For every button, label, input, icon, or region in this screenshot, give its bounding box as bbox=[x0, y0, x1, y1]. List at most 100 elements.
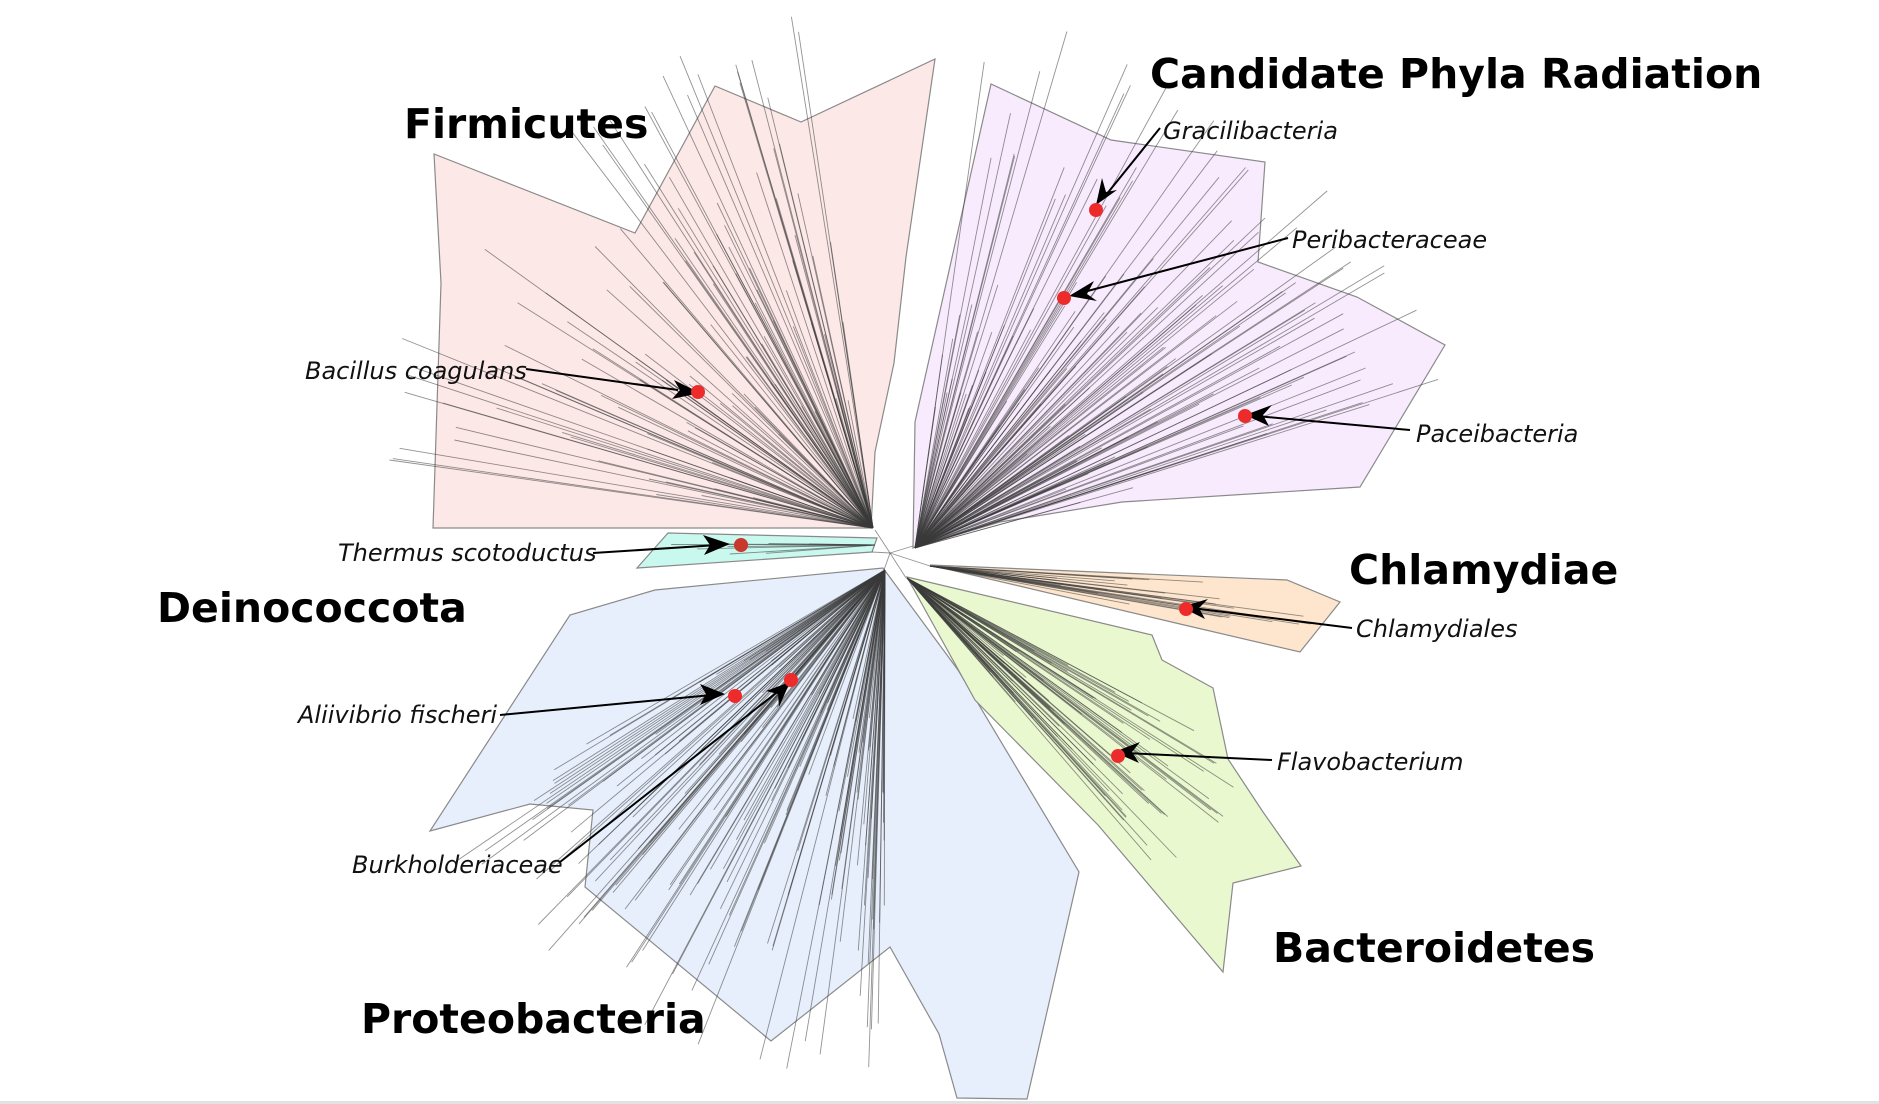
proteobacteria-branch bbox=[594, 569, 886, 882]
firmicutes-branch bbox=[570, 436, 874, 529]
proteobacteria-branch bbox=[819, 569, 886, 1055]
chlamydiae-branch bbox=[929, 565, 1128, 586]
tree-branches bbox=[389, 16, 1439, 1069]
root-branch bbox=[889, 552, 907, 579]
pointer-arrowheads bbox=[672, 178, 1272, 763]
proteobacteria-label: Proteobacteria bbox=[361, 995, 706, 1043]
cpr-branch bbox=[914, 312, 1105, 549]
firmicutes-branch bbox=[712, 283, 874, 529]
bacteroidetes-branch bbox=[906, 577, 1073, 750]
proteobacteria-branch bbox=[882, 569, 886, 793]
proteobacteria-branch bbox=[774, 569, 886, 789]
bacteroidetes-label: Bacteroidetes bbox=[1273, 924, 1595, 972]
firmicutes-branch bbox=[812, 255, 874, 529]
proteobacteria-branch bbox=[743, 569, 886, 821]
cpr-branch bbox=[914, 425, 1244, 549]
proteobacteria-branch bbox=[713, 569, 886, 810]
bacillus-marker bbox=[691, 385, 705, 399]
root-branch bbox=[883, 552, 891, 571]
deinococcota-branch bbox=[727, 544, 876, 548]
cpr-branch bbox=[914, 313, 1344, 549]
proteobacteria-branch bbox=[833, 569, 886, 767]
cpr-branch bbox=[914, 326, 1120, 549]
cpr-branch bbox=[914, 284, 999, 549]
tree-root-branches bbox=[871, 529, 931, 579]
aliivibrio-label: Aliivibrio fischeri bbox=[296, 701, 497, 729]
bacteroidetes-branch bbox=[906, 577, 1169, 767]
proteobacteria-branch bbox=[632, 569, 886, 818]
proteobacteria-branch bbox=[641, 569, 886, 759]
proteobacteria-branch bbox=[586, 569, 886, 745]
firmicutes-branch bbox=[847, 400, 874, 529]
proteobacteria-branch bbox=[484, 569, 886, 852]
taxon-pointers bbox=[499, 127, 1411, 863]
flavobacterium-arrowhead bbox=[1114, 742, 1140, 763]
root-branch bbox=[889, 552, 931, 567]
cpr-branch bbox=[914, 205, 1107, 549]
firmicutes-branch bbox=[732, 405, 874, 529]
proteobacteria-branch bbox=[533, 569, 886, 801]
chlamydiae-branch bbox=[929, 565, 1220, 600]
firmicutes-branch bbox=[404, 391, 874, 529]
chlamydiae-region bbox=[929, 564, 1341, 653]
cpr-branch bbox=[914, 403, 1066, 549]
cpr-branch bbox=[914, 265, 1385, 549]
bacteroidetes-branch bbox=[906, 577, 1205, 772]
firmicutes-branch bbox=[754, 406, 874, 529]
proteobacteria-branch bbox=[818, 569, 886, 906]
firmicutes-branch bbox=[513, 375, 874, 529]
gracilibacteria-pointer bbox=[1105, 127, 1161, 196]
firmicutes-branch bbox=[773, 148, 874, 529]
firmicutes-branch bbox=[602, 144, 874, 529]
chlamydiales-marker bbox=[1179, 602, 1193, 616]
firmicutes-branch bbox=[686, 422, 874, 529]
burkholderiaceae-arrowhead bbox=[766, 682, 790, 707]
firmicutes-branch bbox=[639, 379, 874, 529]
peribacteraceae-pointer bbox=[1079, 237, 1289, 294]
burkholderiaceae-marker bbox=[784, 673, 798, 687]
cpr-branch bbox=[914, 314, 961, 549]
firmicutes-branch bbox=[774, 383, 874, 529]
firmicutes-branch bbox=[665, 481, 874, 529]
proteobacteria-branch bbox=[723, 569, 886, 870]
cpr-branch bbox=[914, 85, 1131, 549]
firmicutes-branch bbox=[668, 176, 874, 529]
deinococcota-label: Deinococcota bbox=[157, 584, 467, 632]
bacteroidetes-branch bbox=[906, 577, 1234, 788]
cpr-label: Candidate Phyla Radiation bbox=[1150, 50, 1762, 98]
firmicutes-branch bbox=[410, 365, 874, 529]
proteobacteria-branch bbox=[554, 569, 886, 784]
cpr-branch bbox=[914, 317, 1315, 549]
cpr-branch bbox=[914, 167, 1246, 549]
firmicutes-branch bbox=[644, 163, 874, 529]
proteobacteria-branch bbox=[642, 569, 886, 855]
firmicutes-branch bbox=[581, 358, 874, 529]
chlamydiae-branch bbox=[929, 565, 1222, 618]
cpr-branch bbox=[914, 305, 1066, 549]
cpr-branch bbox=[914, 369, 1292, 549]
bacillus-pointer bbox=[525, 368, 679, 391]
firmicutes-branch bbox=[746, 356, 874, 529]
chlamydiae-label: Chlamydiae bbox=[1349, 546, 1618, 594]
clade-labels: Firmicutes Candidate Phyla Radiation Dei… bbox=[157, 50, 1762, 1043]
bacteroidetes-branch bbox=[906, 577, 1145, 792]
proteobacteria-branch bbox=[669, 569, 886, 886]
proteobacteria-branch bbox=[697, 569, 886, 884]
taxon-labels: Bacillus coagulans Thermus scotoductus G… bbox=[296, 117, 1578, 879]
cpr-branch bbox=[914, 227, 1298, 549]
proteobacteria-branch bbox=[708, 569, 886, 965]
firmicutes-branch bbox=[687, 430, 874, 529]
bacteroidetes-branch bbox=[906, 577, 1210, 800]
chlamydiales-label: Chlamydiales bbox=[1356, 615, 1517, 643]
firmicutes-branch bbox=[756, 172, 874, 529]
cpr-branch bbox=[914, 423, 1273, 549]
cpr-branch bbox=[914, 307, 1159, 549]
bacteroidetes-branch bbox=[906, 577, 1111, 756]
cpr-branch bbox=[914, 331, 979, 549]
deinococcota-branch bbox=[671, 544, 876, 546]
cpr-branch bbox=[914, 304, 973, 549]
proteobacteria-branch bbox=[831, 569, 886, 895]
bacteroidetes-branch bbox=[906, 577, 1224, 817]
bacteroidetes-branch bbox=[906, 577, 1027, 678]
